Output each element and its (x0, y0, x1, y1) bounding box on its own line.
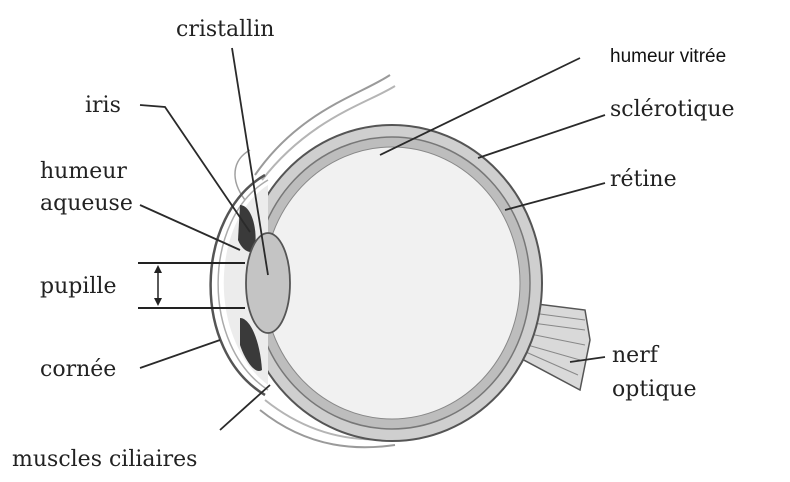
label-humeur-vitree: humeur vitrée (610, 46, 726, 67)
label-muscles-ciliaires: muscles ciliaires (12, 447, 197, 472)
label-sclerotique: sclérotique (610, 97, 735, 122)
label-cornee: cornée (40, 357, 116, 382)
label-nerf-optique-line1: nerf (612, 343, 660, 368)
vitreous-body (264, 147, 520, 419)
label-humeur-aqueuse-line2: aqueuse (40, 191, 133, 216)
label-retine: rétine (610, 167, 677, 192)
label-cristallin: cristallin (176, 17, 274, 42)
label-humeur-aqueuse-line1: humeur (40, 159, 127, 184)
label-nerf-optique-line2: optique (612, 377, 696, 402)
label-pupille: pupille (40, 274, 116, 299)
label-iris: iris (85, 93, 121, 118)
crystalline-lens (246, 233, 290, 333)
